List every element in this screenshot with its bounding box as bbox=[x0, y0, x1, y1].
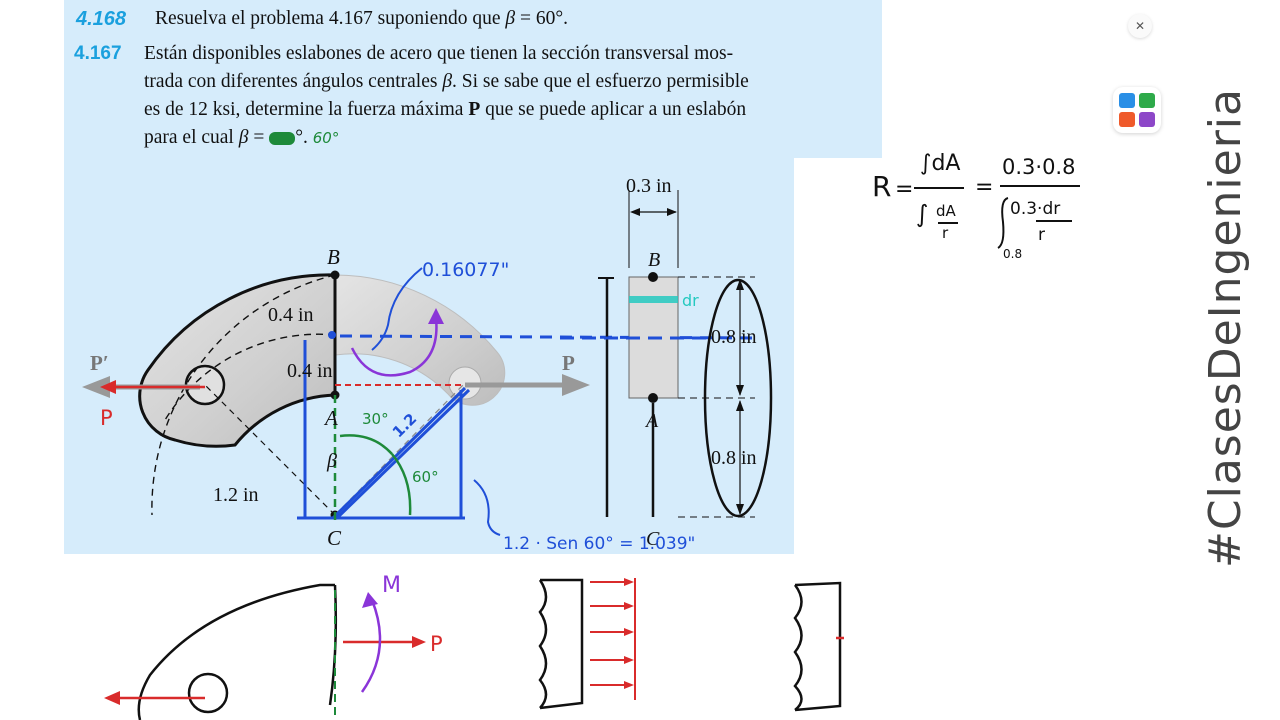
annotation-dr: dr bbox=[682, 291, 699, 310]
chart-tool-icon[interactable] bbox=[1139, 112, 1155, 127]
formula-integral: ∫ bbox=[916, 200, 929, 228]
problem-4168-text: Resuelva el problema 4.167 suponiendo qu… bbox=[155, 8, 568, 30]
annotation-red-P: P bbox=[100, 406, 113, 430]
line3-b: que se puede aplicar a un eslabón bbox=[480, 99, 747, 120]
label-C: C bbox=[327, 526, 342, 550]
annotation-0-16077: 0.16077" bbox=[422, 259, 509, 281]
force-arrow-right bbox=[465, 374, 590, 396]
label-A: A bbox=[323, 406, 338, 430]
ellipse-sketch bbox=[703, 278, 773, 518]
purple-moment-arrow bbox=[350, 317, 438, 377]
formula-equals-1: = bbox=[895, 177, 913, 202]
annotation-sen60: 1.2 · Sen 60° = 1.039" bbox=[503, 534, 695, 554]
annotation-M: M bbox=[382, 573, 401, 598]
collapse-arrows-icon[interactable]: ✕ bbox=[1128, 14, 1152, 38]
line4-c: °. bbox=[295, 127, 313, 148]
label-P-prime: P′ bbox=[90, 351, 109, 375]
radial-line bbox=[204, 384, 336, 516]
green-annotations bbox=[333, 395, 412, 520]
line3-a: es de 12 ksi, determine la fuerza máxima bbox=[144, 99, 469, 120]
problem-number-4168: 4.168 bbox=[76, 8, 127, 30]
annotation-P-lower: P bbox=[430, 632, 443, 656]
mean-radius-arc bbox=[164, 333, 336, 421]
problem-number-4167: 4.167 bbox=[74, 43, 122, 64]
formula: R = ∫dA ∫ dA r = 0.3·0.8 0.3·dr r 0.8 bbox=[872, 151, 1075, 261]
outer-construction-arc bbox=[151, 274, 336, 516]
label-0-8-in-bottom: 0.8 in bbox=[711, 447, 757, 469]
label-B: B bbox=[327, 245, 340, 269]
formula-lower-limit: 0.8 bbox=[1003, 247, 1022, 261]
ink-blot-mark bbox=[269, 132, 296, 146]
problem-4167-line2: trada con diferentes ángulos centrales β… bbox=[144, 71, 749, 93]
label-1-2-in: 1.2 in bbox=[213, 484, 259, 506]
line3-P: P bbox=[468, 99, 481, 120]
lower-moment-arrow bbox=[360, 599, 382, 693]
line2-beta: β bbox=[442, 71, 453, 92]
line4-beta: β bbox=[238, 127, 249, 148]
formula-r-2: r bbox=[1038, 225, 1045, 245]
formula-r-1: r bbox=[942, 224, 949, 242]
line2-a: trada con diferentes ángulos centrales bbox=[144, 71, 443, 92]
formula-equals-2: = bbox=[975, 175, 993, 200]
lower-sketch-right bbox=[793, 581, 842, 712]
p4168-text-b: = 60°. bbox=[515, 8, 569, 29]
lower-sketch-left bbox=[137, 583, 338, 720]
formula-dA: dA bbox=[936, 202, 957, 220]
formula-numerator-2: 0.3·0.8 bbox=[1002, 155, 1075, 179]
label-P: P bbox=[562, 351, 575, 375]
line4-b: = bbox=[248, 127, 270, 148]
stress-arrows bbox=[590, 578, 636, 700]
label-0-4-in-mid: 0.4 in bbox=[287, 360, 333, 382]
label-0-8-in-top: 0.8 in bbox=[711, 326, 757, 348]
problem-statement-panel: 4.168 Resuelva el problema 4.167 suponie… bbox=[64, 0, 882, 158]
branding-strip bbox=[1178, 0, 1280, 720]
problem-4167-line1: Están disponibles eslabones de acero que… bbox=[144, 43, 734, 64]
draw-tool-icon[interactable] bbox=[1139, 93, 1155, 108]
formula-R: R bbox=[872, 170, 891, 203]
branding-hashtag: #ClasesDeIngenieria bbox=[1200, 88, 1251, 568]
label-0-3-in: 0.3 in bbox=[626, 175, 672, 197]
pen-tool-icon[interactable] bbox=[1119, 93, 1135, 108]
link-diagram: B A C β 0.4 in 0.4 in 1.2 in P P′ 0.3 in… bbox=[82, 151, 1080, 720]
shape-tool-icon[interactable] bbox=[1119, 112, 1135, 127]
label-section-B: B bbox=[648, 249, 660, 271]
problem-4167-line3: es de 12 ksi, determine la fuerza máxima… bbox=[144, 99, 746, 121]
blue-annotations bbox=[297, 267, 761, 536]
formula-lines bbox=[914, 185, 1080, 249]
p4168-beta: β bbox=[505, 8, 516, 29]
problem-4167-line4: para el cual β = °. 60° bbox=[144, 127, 339, 149]
app-icons-widget[interactable] bbox=[1113, 87, 1161, 133]
label-0-4-in-top: 0.4 in bbox=[268, 304, 314, 326]
line4-a: para el cual bbox=[144, 127, 239, 148]
formula-0-3-dr: 0.3·dr bbox=[1010, 199, 1060, 219]
figure-labels: B A C β 0.4 in 0.4 in 1.2 in P P′ 0.3 in… bbox=[90, 175, 757, 550]
line2-b: . Si se sabe que el esfuerzo permisible bbox=[452, 71, 749, 92]
annotation-60-deg: 60° bbox=[412, 468, 439, 486]
label-section-A: A bbox=[644, 410, 659, 432]
formula-numerator-1: ∫dA bbox=[920, 151, 960, 176]
line4-handwritten-60: 60° bbox=[312, 129, 340, 147]
annotation-30-deg: 30° bbox=[362, 410, 389, 428]
p4168-text-a: Resuelva el problema 4.167 suponiendo qu… bbox=[155, 8, 506, 29]
label-beta: β bbox=[326, 450, 337, 472]
point-centroid bbox=[328, 331, 336, 339]
lower-sketch-middle bbox=[538, 578, 584, 710]
label-section-C: C bbox=[646, 528, 660, 550]
cross-section bbox=[560, 190, 755, 518]
point-B bbox=[330, 270, 340, 280]
radial-line-right bbox=[334, 382, 466, 516]
